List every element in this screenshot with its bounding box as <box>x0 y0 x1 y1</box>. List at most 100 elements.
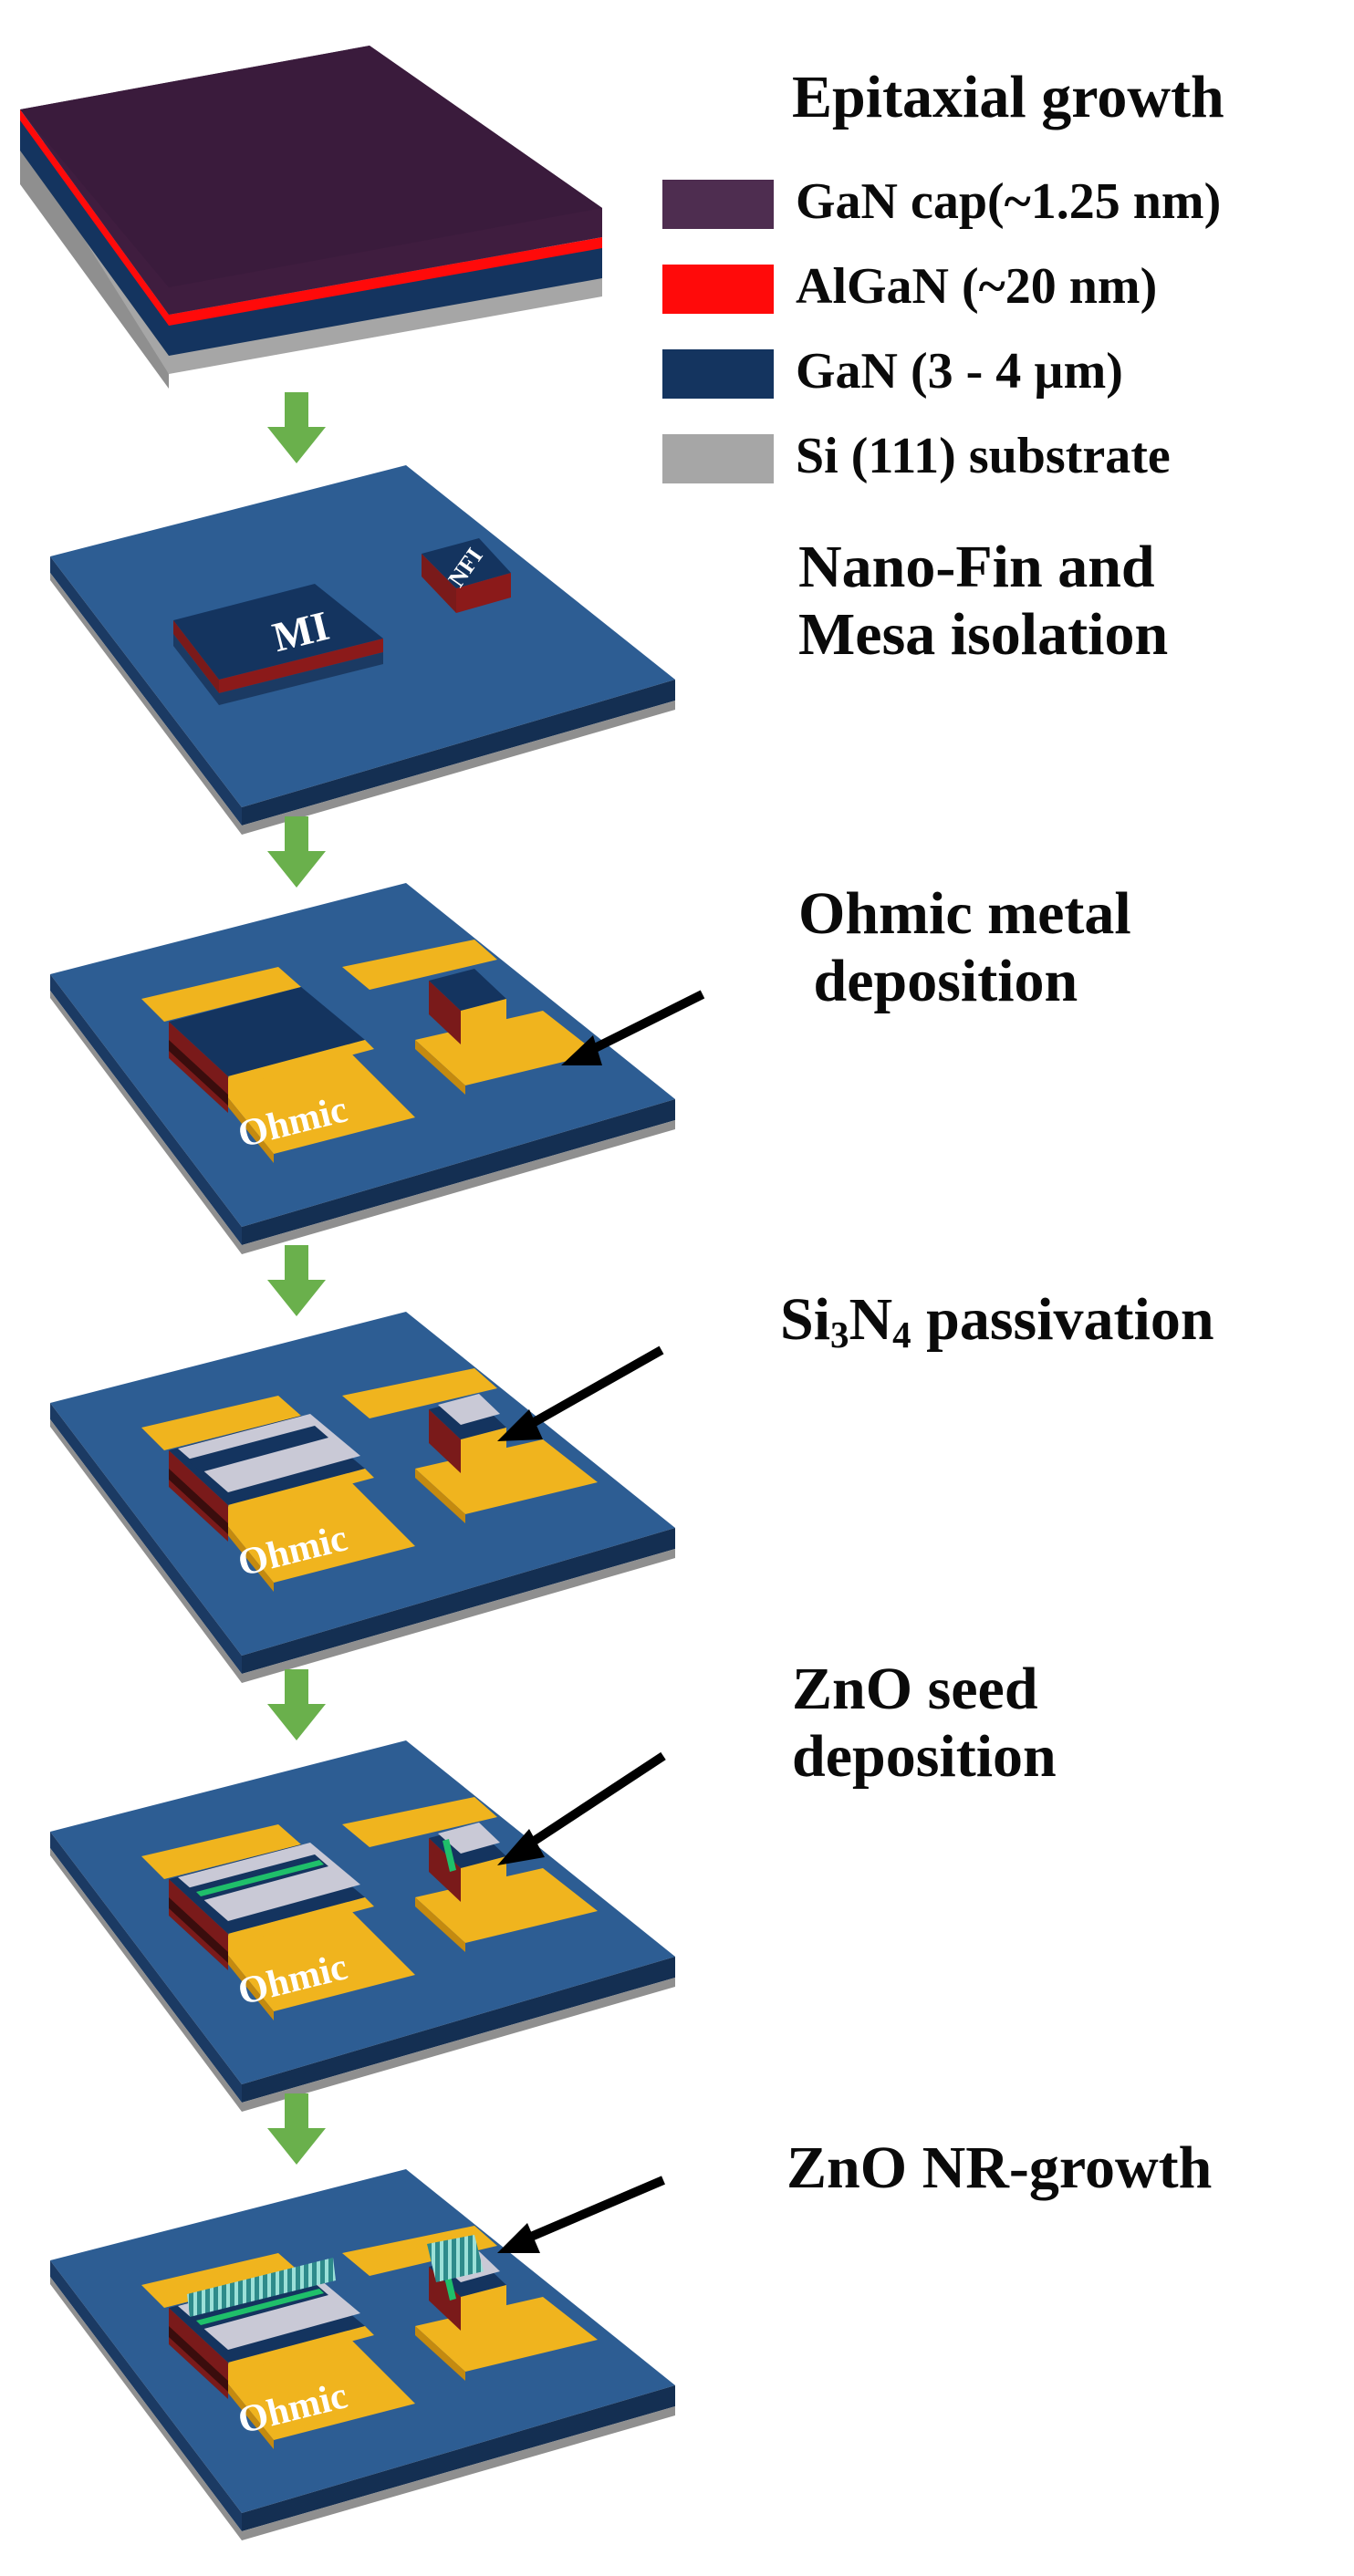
fin-front-metal <box>461 2285 506 2331</box>
step-label-nanofin: Nano-Fin and Mesa isolation <box>798 534 1169 668</box>
pointer-arrow-ohmic <box>581 990 705 1058</box>
wafer-side-front <box>242 2385 675 2531</box>
nanorods-fin <box>427 2235 484 2282</box>
wafer-side-left <box>50 974 242 1245</box>
ohmic-pad-back <box>141 1396 301 1450</box>
wafer-step-4: Ohmic <box>50 1740 675 2112</box>
epitaxial-wafer <box>20 46 602 389</box>
pointer-arrow-passivation-head <box>497 1409 543 1441</box>
wafer-side-front <box>242 1957 675 2103</box>
fin-isolation-block: NFI <box>422 538 511 613</box>
ohmic-pad-right-back <box>342 940 497 990</box>
ohmic-pad-back <box>141 967 301 1022</box>
ohmic-pad-right-back <box>342 1368 497 1418</box>
fin-side <box>429 2267 461 2331</box>
passivation-layer-fin <box>438 1823 500 1854</box>
ohmic-pad-right-front-edge <box>415 1469 465 1523</box>
wafer-step-5: Ohmic <box>50 2169 675 2540</box>
pointer-arrow-seed <box>522 1751 666 1852</box>
ohmic-pad-right-front <box>415 1868 598 1943</box>
pointer-arrows <box>497 990 705 2253</box>
wafer-top <box>50 1312 675 1656</box>
algan-layer <box>20 109 602 326</box>
wafer-side-front <box>242 680 675 826</box>
wafer-step-1: MI NFI <box>50 465 675 835</box>
ohmic-pad-right-front <box>415 1439 598 1514</box>
gan-buffer-layer <box>20 119 602 356</box>
nanorods-mesa <box>187 2258 336 2317</box>
pointer-arrow-nanorod <box>523 2176 665 2244</box>
mesa-stripe <box>169 2326 228 2392</box>
ohmic-pad-right-front-edge <box>415 2326 465 2381</box>
legend-label-gan: GaN (3 - 4 µm) <box>796 343 1123 400</box>
step-label-zno-nr: ZnO NR-growth <box>786 2135 1213 2201</box>
step-label-passivation: Si3N4 passivation <box>780 1286 1214 1356</box>
wafer-side-left <box>50 1832 242 2103</box>
step-arrow-4 <box>267 1669 326 1740</box>
mesa-top <box>169 987 365 1076</box>
wafer-step-3: Ohmic <box>50 1312 675 1683</box>
ohmic-pad-front-edge <box>214 1938 274 2020</box>
mesa-isolation-block: MI <box>173 584 383 705</box>
mesa-stripe <box>169 1897 228 1963</box>
pointer-arrow-seed-head <box>497 1829 545 1865</box>
legend-label-gan-cap: GaN cap(~1.25 nm) <box>796 173 1222 230</box>
ohmic-pad-right-front <box>415 2297 598 2372</box>
legend-swatch-si <box>662 434 774 483</box>
wafer-side-front <box>242 1528 675 1674</box>
ohmic-pad-front-edge <box>214 1510 274 1592</box>
step-label-zno-seed: ZnO seed deposition <box>792 1656 1057 1790</box>
ohmic-pad-right-front <box>415 1011 598 1085</box>
wafer-top <box>50 1740 675 2084</box>
wafer-step-2: Ohmic <box>50 883 675 1254</box>
seed-layer-mesa <box>196 1860 324 1896</box>
seed-layer-fin <box>443 1839 456 1872</box>
ohmic-pad-right-back <box>342 1797 497 1847</box>
fin-front-metal <box>461 1428 506 1473</box>
step-arrow-1 <box>267 392 326 463</box>
legend-swatch-gan <box>662 349 774 399</box>
fin-side <box>429 981 461 1044</box>
ohmic-pad-back <box>141 2253 301 2308</box>
step-arrow-2 <box>267 816 326 888</box>
wafer-side-left <box>50 2260 242 2531</box>
passivation-layer-fin <box>438 1394 500 1425</box>
wafer-side-left <box>50 556 242 826</box>
wafer-top <box>50 883 675 1227</box>
wafer-top <box>20 46 602 287</box>
step-arrow-5 <box>267 2093 326 2165</box>
ohmic-pad-right-front-edge <box>415 1897 465 1952</box>
step-arrows <box>267 392 326 2165</box>
wafer-side-front <box>242 1099 675 1245</box>
wafer-top <box>50 2169 675 2513</box>
pointer-arrow-passivation <box>522 1345 664 1432</box>
step-arrow-3 <box>267 1245 326 1316</box>
ohmic-pad-front-edge <box>214 1081 274 1163</box>
title-epitaxial-growth: Epitaxial growth <box>792 64 1224 130</box>
pointer-arrow-nanorod-head <box>497 2223 540 2253</box>
wafer-side-left <box>50 1403 242 1674</box>
mesa-metal-edge <box>228 1469 374 1514</box>
mesa-stripe <box>169 1469 228 1534</box>
fin-front-metal <box>461 1856 506 1902</box>
step-label-ohmic: Ohmic metal deposition <box>798 880 1131 1014</box>
legend-swatch-algan <box>662 265 774 314</box>
channel-gap <box>187 1426 328 1472</box>
legend-label-algan: AlGaN (~20 nm) <box>796 258 1158 315</box>
mesa-metal-edge <box>228 1897 374 1943</box>
ohmic-pad-right-front-edge <box>415 1040 465 1095</box>
fin-top <box>429 969 506 1011</box>
mesa-metal-edge <box>228 1040 374 1085</box>
legend-swatch-gan-cap <box>662 180 774 229</box>
mesa-metal-edge <box>228 2326 374 2372</box>
legend-label-si: Si (111) substrate <box>796 428 1171 484</box>
ohmic-pad-front-edge <box>214 2367 274 2449</box>
seed-layer-mesa <box>196 2289 324 2325</box>
ohmic-pad-back <box>141 1824 301 1879</box>
fin-front-metal <box>461 999 506 1044</box>
pointer-arrow-ohmic-head <box>561 1035 602 1065</box>
fin-side <box>429 1409 461 1473</box>
mesa-stripe <box>169 1040 228 1106</box>
